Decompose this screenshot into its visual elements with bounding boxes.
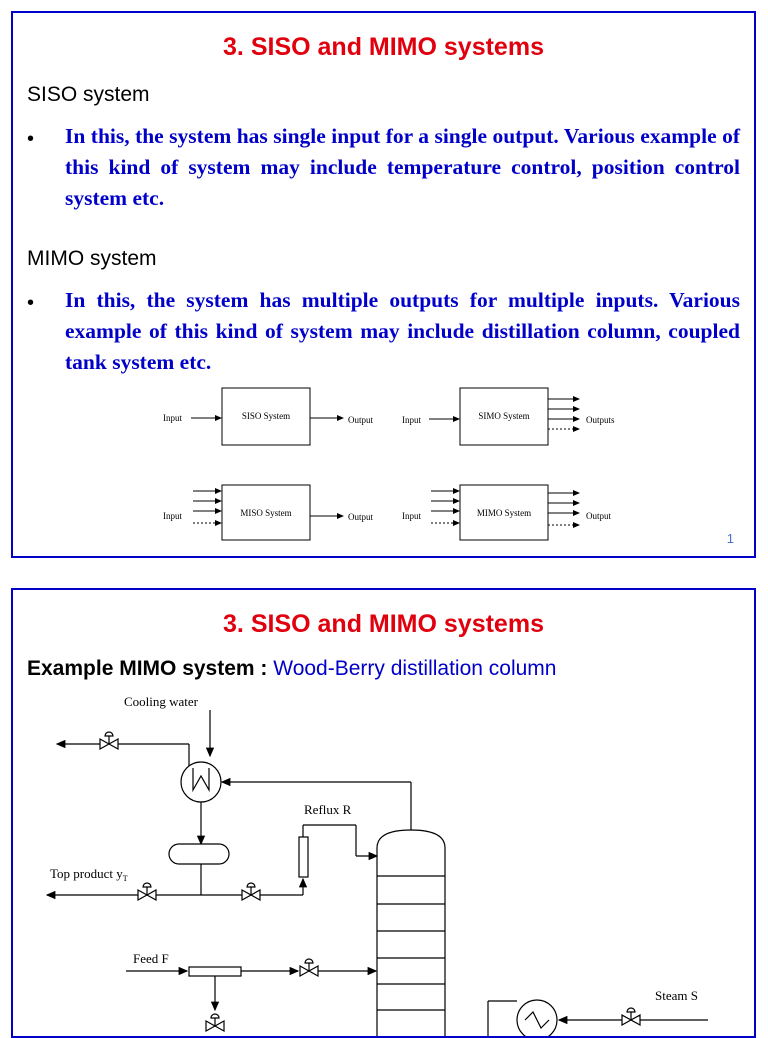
slide-title: 3. SISO and MIMO systems [223,33,544,61]
mimo-input-label: Input [402,511,421,521]
reflux-valve-icon [241,882,261,901]
siso-heading: SISO system [27,83,150,106]
bullet-icon: • [27,128,35,150]
reboiler-icon [516,999,558,1036]
feed-flowmeter [188,966,242,977]
reflux-drum [168,843,230,865]
mimo-output-label: Output [586,511,612,521]
simo-block-label: SIMO System [478,411,529,421]
steam-valve-icon [621,1007,641,1026]
siso-block-label: SISO System [242,411,290,421]
miso-output-label: Output [348,512,374,522]
simo-input-label: Input [402,415,421,425]
mimo-description: In this, the system has multiple outputs… [65,288,740,374]
bullet-icon: • [27,292,35,314]
top-product-label: Top product yT [50,866,128,883]
miso-block [221,484,311,541]
slide-title: 3. SISO and MIMO systems [223,610,544,638]
miso-block-label: MISO System [240,508,291,518]
slide-2: 3. SISO and MIMO systems Example MIMO sy… [11,588,756,1038]
page-number: 1 [726,531,734,546]
simo-output-label: Outputs [586,415,615,425]
reflux-flowmeter [298,836,309,878]
example-label: Example MIMO system : [27,657,274,680]
steam-label: Steam S [655,988,698,1003]
siso-output-label: Output [348,415,374,425]
example-line: Example MIMO system : Wood-Berry distill… [27,657,556,681]
simo-diagram: Input SIMO System Outputs [402,387,615,446]
simo-block [459,387,549,446]
distillation-column-diagram: Cooling water Top product yT [45,694,708,1036]
top-product-subscript: T [123,874,128,883]
mimo-block-label: MIMO System [477,508,531,518]
top-product-valve-icon [137,882,157,901]
siso-input-label: Input [163,413,182,423]
siso-description: In this, the system has single input for… [65,124,740,210]
system-block-diagrams: Input SISO System Output Input SIMO Syst… [163,387,615,541]
feed-label: Feed F [133,951,169,966]
mimo-heading: MIMO system [27,247,157,270]
distillation-column [376,829,446,1036]
reflux-label: Reflux R [304,802,352,817]
siso-diagram: Input SISO System Output [163,387,374,446]
condenser-icon [180,761,222,803]
coolant-valve-icon [99,731,119,750]
cooling-water-label: Cooling water [124,694,199,709]
mimo-diagram: Input MIMO System Output [402,484,612,541]
example-value: Wood-Berry distillation column [273,657,557,680]
mimo-block [459,484,549,541]
top-product-text: Top product y [50,866,123,881]
feed-valve-icon [299,958,319,977]
feed-drain-valve-icon [205,1013,225,1032]
siso-block [221,387,311,446]
miso-diagram: Input MISO System Output [163,484,374,541]
slide-1: 3. SISO and MIMO systems SISO system • I… [11,11,756,558]
miso-input-label: Input [163,511,182,521]
